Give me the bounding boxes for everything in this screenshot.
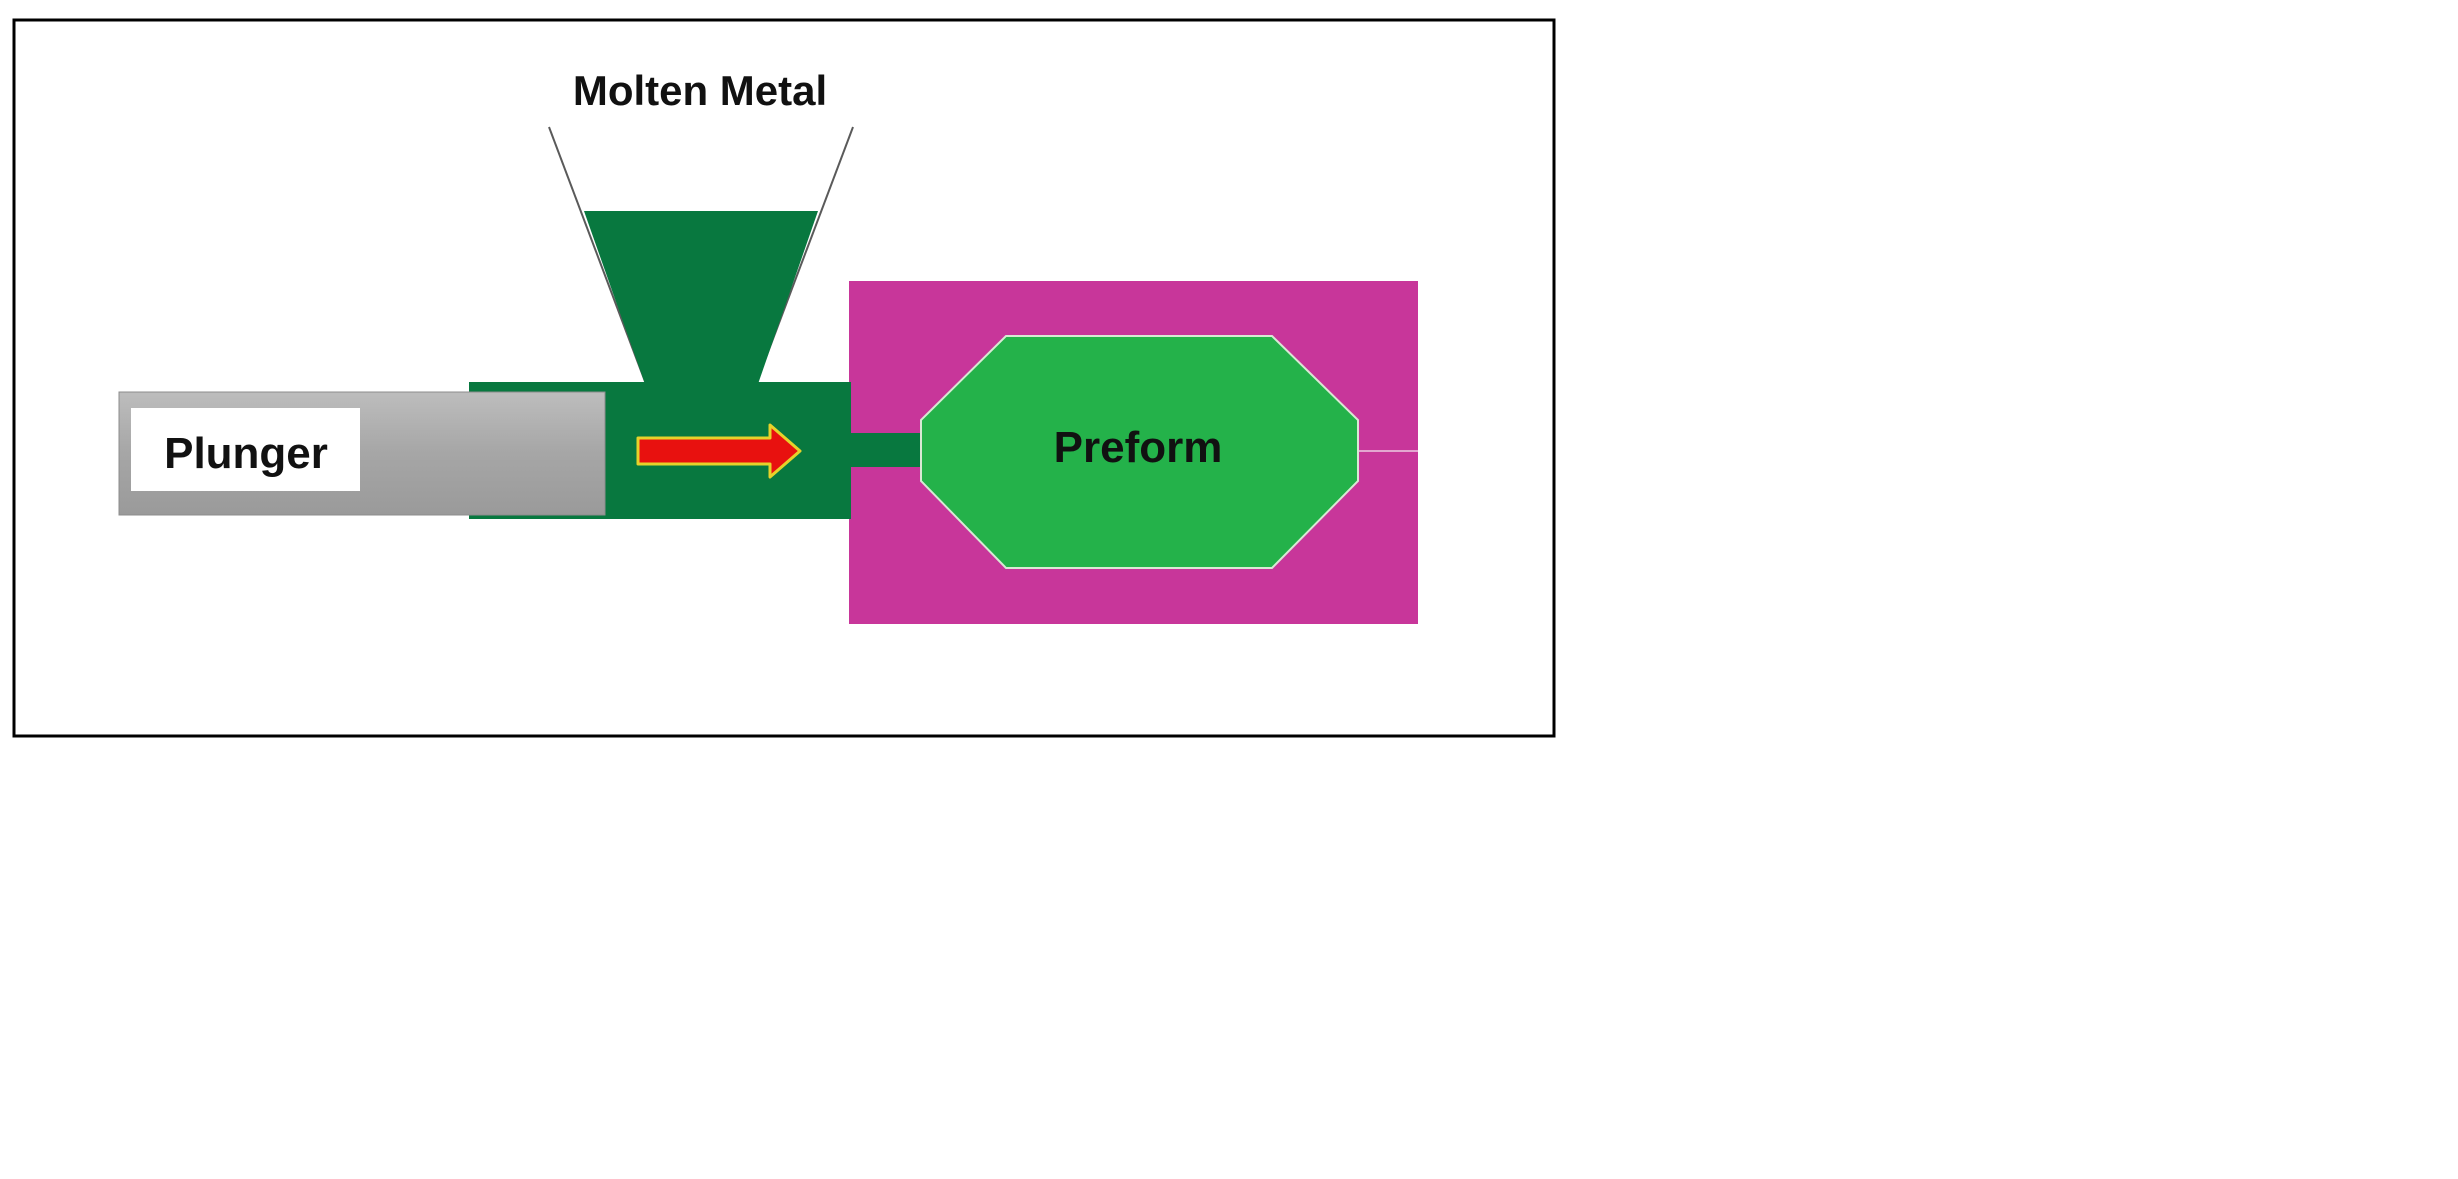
plunger-label-box: [131, 408, 360, 491]
molten-metal-label: Molten Metal: [573, 67, 827, 114]
molten-metal-in-funnel: [584, 211, 818, 384]
preform-label: Preform: [1054, 423, 1223, 472]
runner-channel: [849, 433, 929, 467]
squeeze-casting-diagram: Molten Metal Plunger Preform: [12, 18, 1556, 738]
preform-shape: [920, 335, 1359, 569]
diagram-canvas: Molten Metal Plunger Preform: [0, 0, 1568, 748]
flow-arrow: [636, 423, 802, 479]
funnel-left-wall: [548, 126, 647, 385]
plunger-label: Plunger: [164, 429, 328, 478]
